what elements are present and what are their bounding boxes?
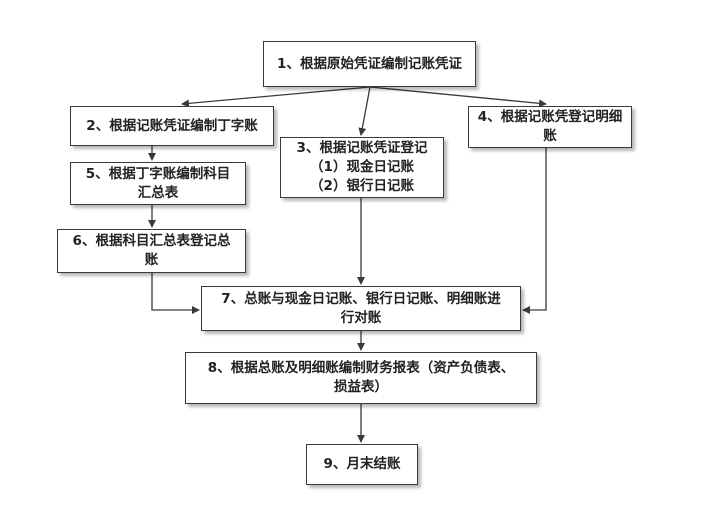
node-1-line-1: 1、根据原始凭证编制记账凭证 xyxy=(277,55,462,72)
node-2-line-1: 2、根据记账凭证编制丁字账 xyxy=(86,117,258,134)
node-5-line-1: 5、根据丁字账编制科目 xyxy=(85,165,231,182)
edge-n1-n3 xyxy=(358,86,371,136)
node-6-line-2: 账 xyxy=(144,252,159,268)
node-7-reconciliation: 7、总账与现金日记账、银行日记账、明细账进 行对账 xyxy=(201,286,521,331)
node-2-t-accounts: 2、根据记账凭证编制丁字账 xyxy=(70,106,274,146)
node-8-financial-statements: 8、根据总账及明细账编制财务报表（资产负债表、 损益表） xyxy=(185,352,537,404)
node-6-line-1: 6、根据科目汇总表登记总 xyxy=(72,233,231,249)
node-4-subsidiary-ledger: 4、根据记账凭登记明细 账 xyxy=(468,106,632,148)
node-6-general-ledger: 6、根据科目汇总表登记总 账 xyxy=(57,229,246,273)
node-9-line-1: 9、月末结账 xyxy=(323,456,401,472)
node-5-account-summary: 5、根据丁字账编制科目 汇总表 xyxy=(70,162,246,205)
node-7-line-1: 7、总账与现金日记账、银行日记账、明细账进 xyxy=(221,290,501,307)
node-3-line-3: （2）银行日记账 xyxy=(310,178,414,194)
node-7-line-2: 行对账 xyxy=(340,309,382,326)
node-4-line-2: 账 xyxy=(543,128,557,144)
edge-n4-n7 xyxy=(522,148,547,314)
node-9-month-end-close: 9、月末结账 xyxy=(306,444,418,485)
edge-n6-n7 xyxy=(151,273,200,314)
node-8-line-2: 损益表） xyxy=(334,379,388,395)
node-1-prepare-vouchers: 1、根据原始凭证编制记账凭证 xyxy=(263,41,476,87)
edge-n1-n2 xyxy=(181,86,371,108)
node-8-line-1: 8、根据总账及明细账编制财务报表（资产负债表、 xyxy=(207,360,515,376)
node-3-line-2: （1）现金日记账 xyxy=(310,159,414,175)
edge-n1-n4 xyxy=(369,86,547,108)
node-5-line-2: 汇总表 xyxy=(137,184,179,201)
node-3-journals: 3、根据记账凭证登记 （1）现金日记账 （2）银行日记账 xyxy=(280,137,444,198)
node-4-line-1: 4、根据记账凭登记明细 xyxy=(477,109,623,125)
node-3-line-1: 3、根据记账凭证登记 xyxy=(296,140,428,156)
